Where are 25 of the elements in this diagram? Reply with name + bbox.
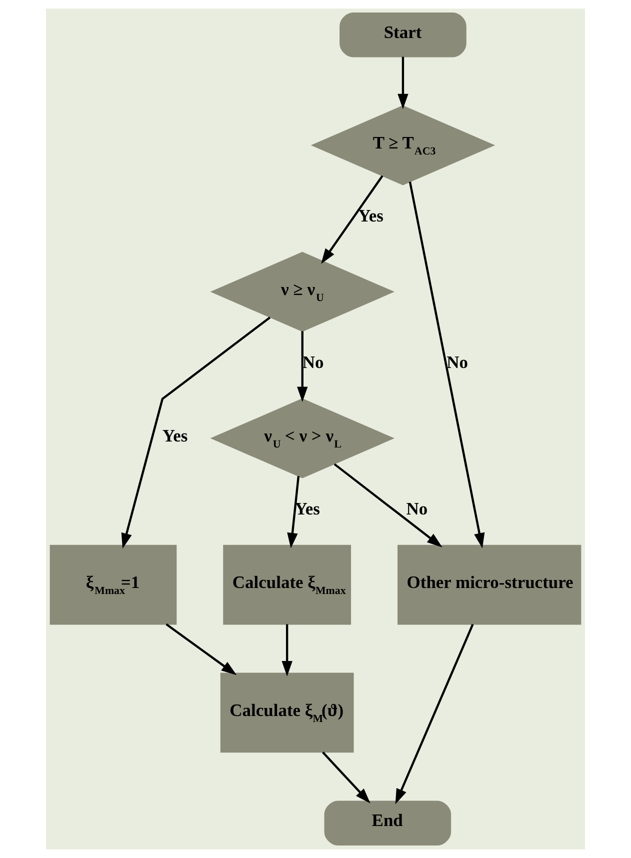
edge-label: No	[406, 498, 428, 519]
node-box: ξ$_{Mmax}$=1	[50, 544, 177, 625]
arrow	[334, 463, 442, 548]
arrow	[287, 476, 300, 548]
arrow	[322, 752, 370, 804]
node-box: End	[324, 800, 452, 846]
arrow	[398, 56, 408, 110]
arrow	[395, 624, 474, 804]
node-diamond: ν ≥ ν$_{U}$	[210, 252, 394, 332]
node-box: Calculate ξ$_{M}$(ϑ)	[220, 672, 354, 753]
node-diamond: T ≥ T$_{AC3}$	[310, 105, 496, 186]
edge-label: Yes	[162, 425, 188, 446]
arrow	[297, 331, 308, 402]
arrow	[166, 623, 237, 676]
edge-label: Yes	[294, 498, 320, 519]
arrow	[408, 182, 485, 548]
edge-label: Yes	[358, 206, 384, 226]
arrow	[321, 175, 384, 264]
node-box: Start	[340, 12, 466, 58]
node-diamond: ν$_{U}$ < ν > ν$_{L}$	[210, 398, 394, 478]
edge-label: No	[446, 352, 468, 372]
node-box: Calculate ξ$_{Mmax}$	[223, 544, 352, 625]
arrow	[121, 316, 271, 549]
node-box: Other micro-structure	[398, 544, 582, 625]
arrow	[282, 624, 292, 676]
